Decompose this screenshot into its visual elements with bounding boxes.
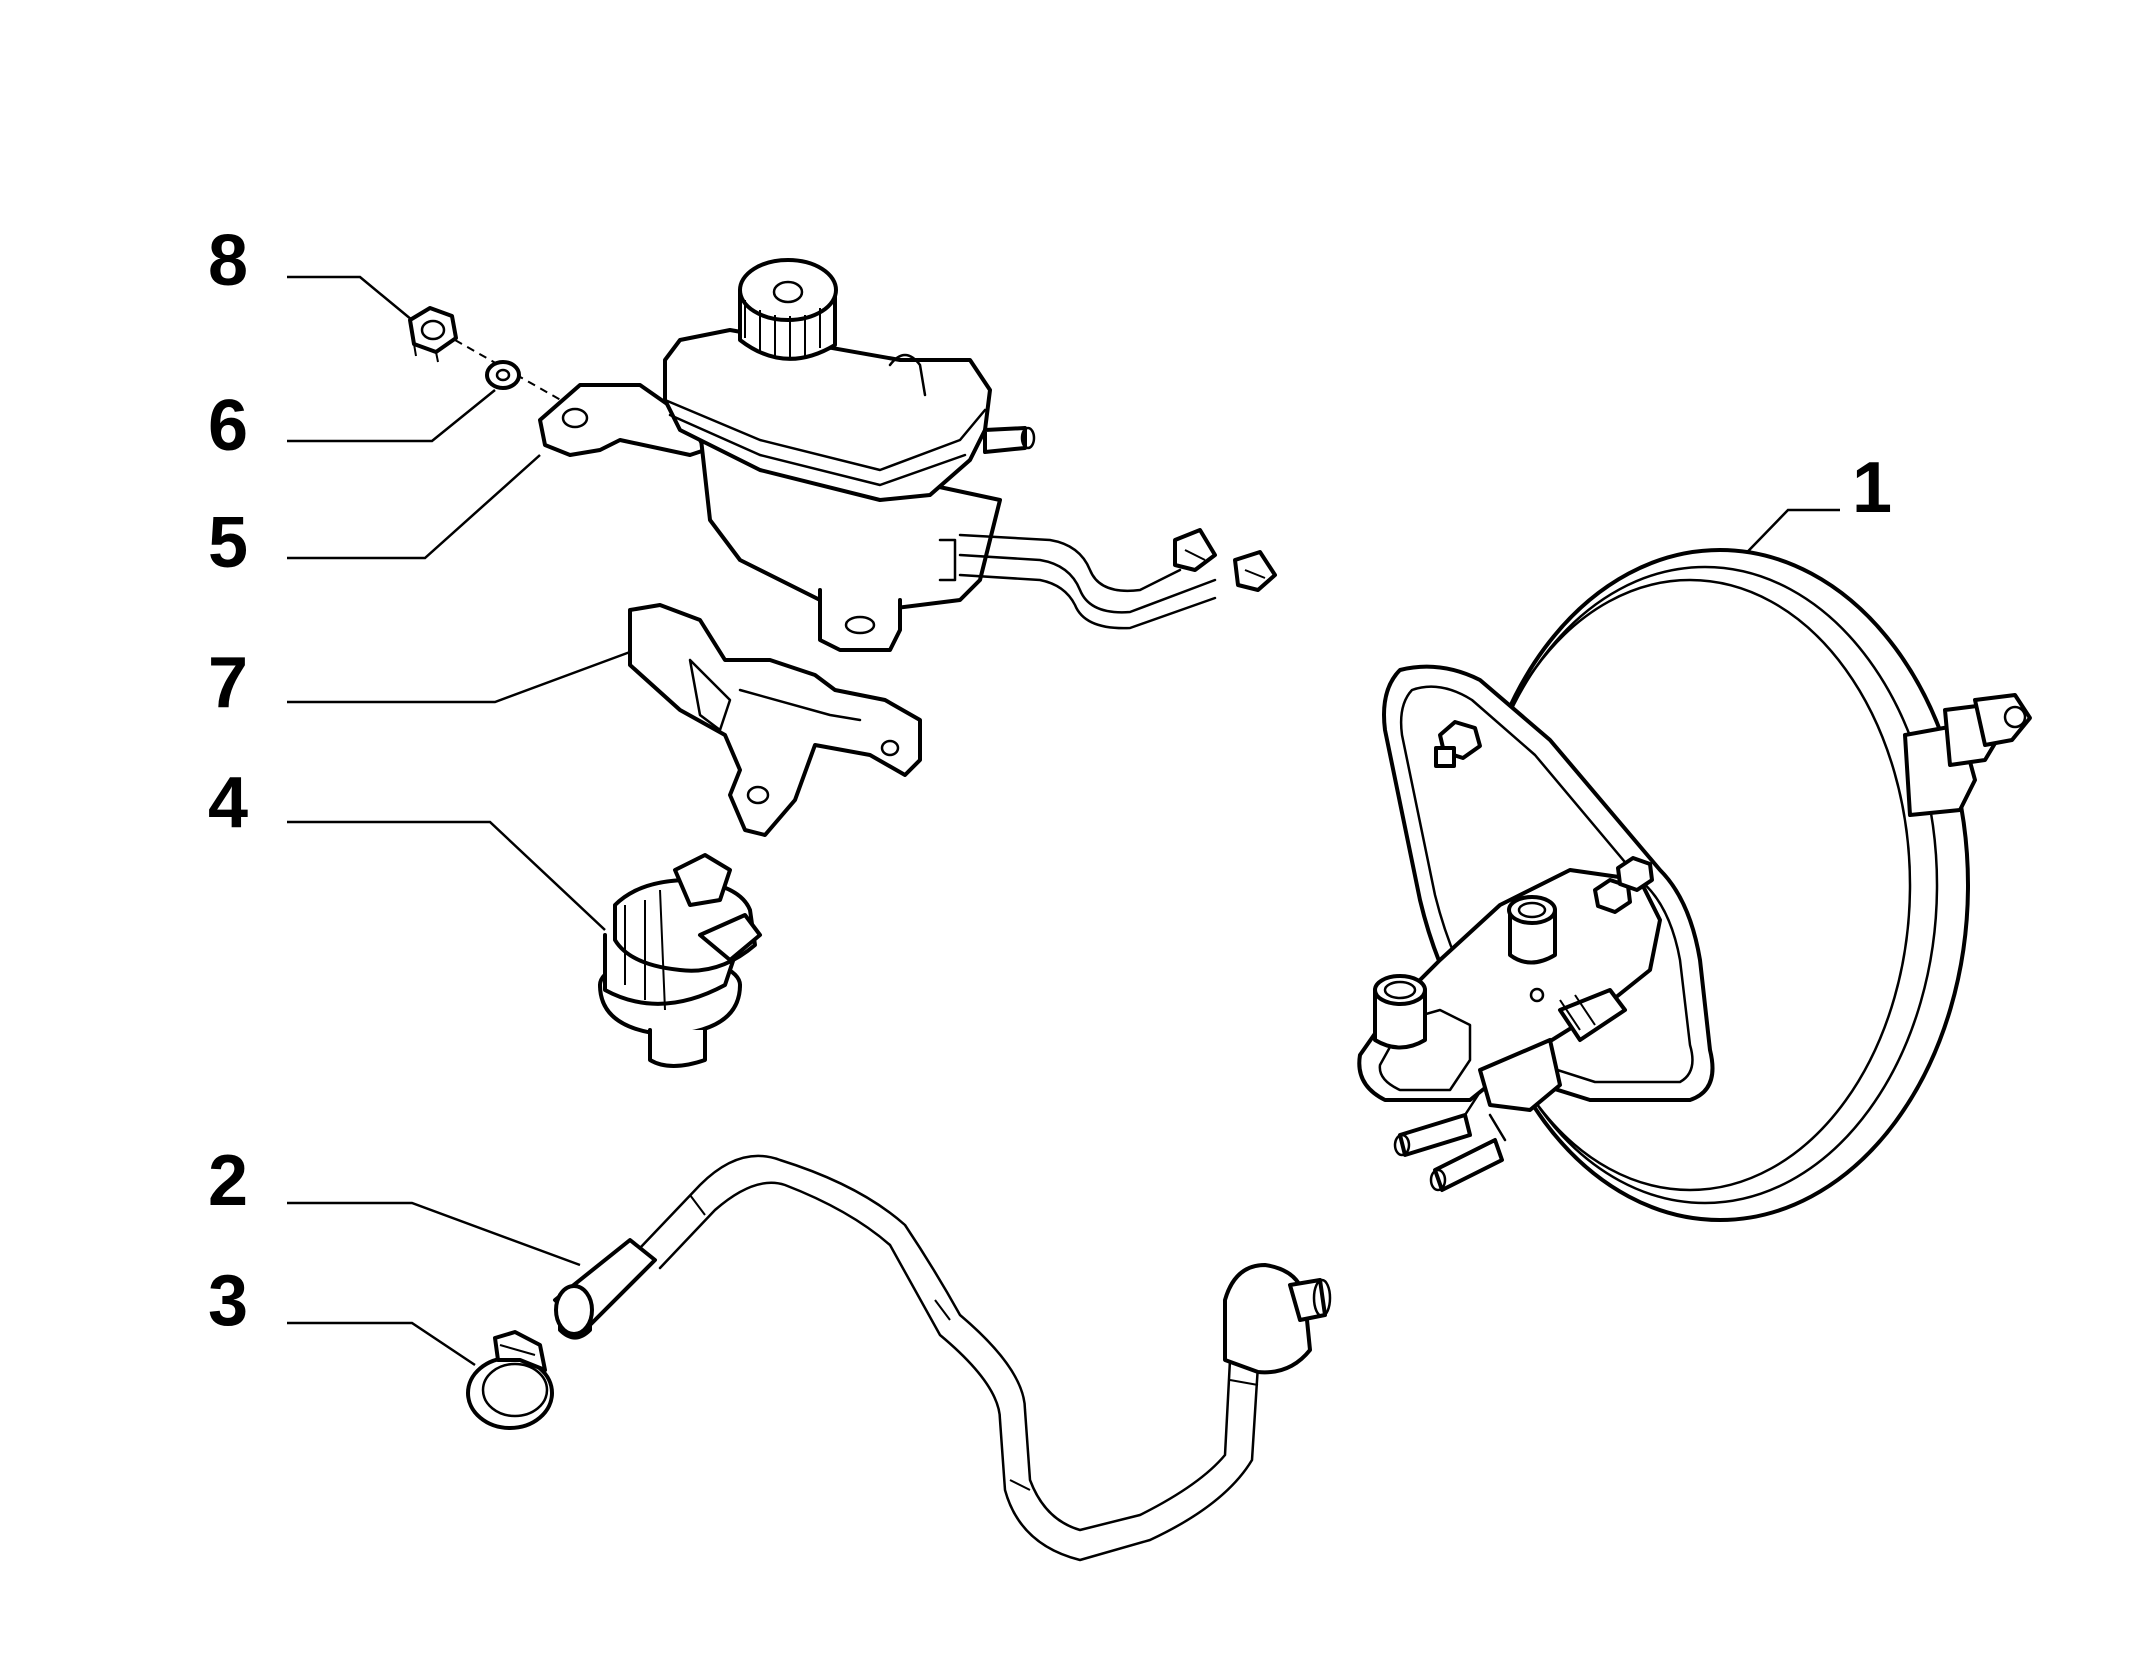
part-3-hose-clamp (466, 1330, 554, 1430)
leader-6 (287, 389, 496, 443)
callout-label-1: 1 (1852, 448, 1892, 528)
callout-label-4: 4 (208, 763, 248, 843)
part-2-vacuum-hose (553, 1154, 1332, 1562)
callout-label-6: 6 (208, 386, 248, 466)
part-4-valve-grommet (598, 853, 762, 1068)
part-7-bracket (628, 603, 922, 837)
part-1-brake-booster (1357, 548, 2032, 1222)
leader-8 (287, 275, 413, 321)
callout-label-2: 2 (208, 1141, 248, 1221)
leader-3 (287, 1321, 476, 1367)
leader-5 (287, 454, 541, 560)
part-5-brake-fluid-reservoir (538, 258, 1277, 652)
part-6-washer (485, 360, 521, 390)
callout-label-5: 5 (208, 503, 248, 583)
mounting-axis-dashed (454, 339, 641, 446)
leader-4 (287, 820, 606, 931)
callout-label-8: 8 (208, 221, 248, 301)
callout-label-3: 3 (208, 1261, 248, 1341)
leader-7 (287, 650, 631, 704)
leader-lines (287, 275, 1840, 1367)
callout-label-7: 7 (208, 643, 248, 723)
leader-2 (287, 1201, 581, 1267)
part-8-nut (408, 306, 458, 363)
